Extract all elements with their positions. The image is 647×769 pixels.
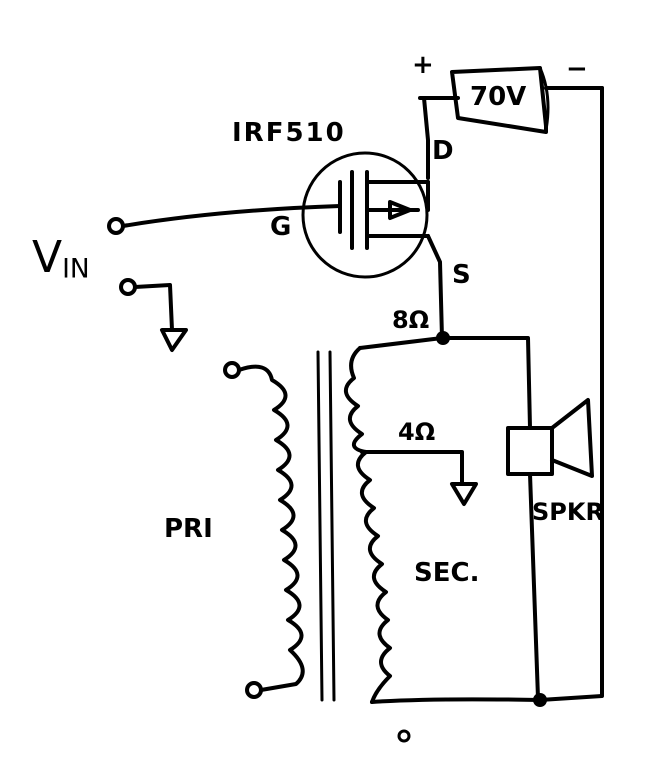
bottom-wire — [370, 697, 542, 704]
label-tap-8ohm: 8Ω — [392, 306, 430, 334]
label-vin-main: V — [32, 232, 63, 283]
transformer-core-left — [316, 350, 324, 702]
label-transistor: IRF510 — [232, 118, 346, 148]
drain-wire — [422, 96, 430, 180]
label-vin: VIN — [32, 236, 90, 283]
primary-bottom-terminal — [245, 681, 263, 699]
supply-battery — [418, 66, 604, 134]
label-primary: PRI — [164, 514, 213, 544]
label-minus: − — [566, 54, 588, 84]
label-gate: G — [270, 212, 292, 242]
vin-terminal — [107, 217, 125, 235]
secondary-winding — [344, 346, 392, 704]
label-supply-voltage: 70V — [470, 82, 527, 112]
speaker — [506, 398, 594, 700]
tap-8ohm-wire — [358, 336, 532, 430]
negative-rail-wire — [538, 86, 604, 702]
gate-wire — [121, 204, 342, 228]
transformer-core-right — [328, 350, 336, 702]
label-source: S — [452, 260, 471, 290]
source-wire — [426, 234, 444, 340]
label-tap-4ohm: 4Ω — [398, 418, 436, 446]
ground-symbol-4ohm — [450, 482, 478, 506]
mosfet-irf510 — [301, 151, 430, 279]
junction-8ohm — [436, 331, 450, 345]
label-zero: 0 — [396, 726, 397, 727]
label-drain: D — [432, 136, 454, 166]
label-secondary: SEC. — [414, 558, 480, 588]
tap-4ohm-wire — [360, 450, 464, 486]
vin-ground-wire — [133, 283, 174, 332]
label-plus: + — [412, 50, 434, 80]
label-speaker: SPKR — [532, 498, 604, 526]
zero-marker — [397, 729, 411, 743]
primary-winding — [237, 364, 305, 692]
vin-ground-terminal — [119, 278, 137, 296]
ground-symbol-input — [160, 328, 188, 352]
primary-top-terminal — [223, 361, 241, 379]
label-vin-sub: IN — [62, 253, 90, 285]
